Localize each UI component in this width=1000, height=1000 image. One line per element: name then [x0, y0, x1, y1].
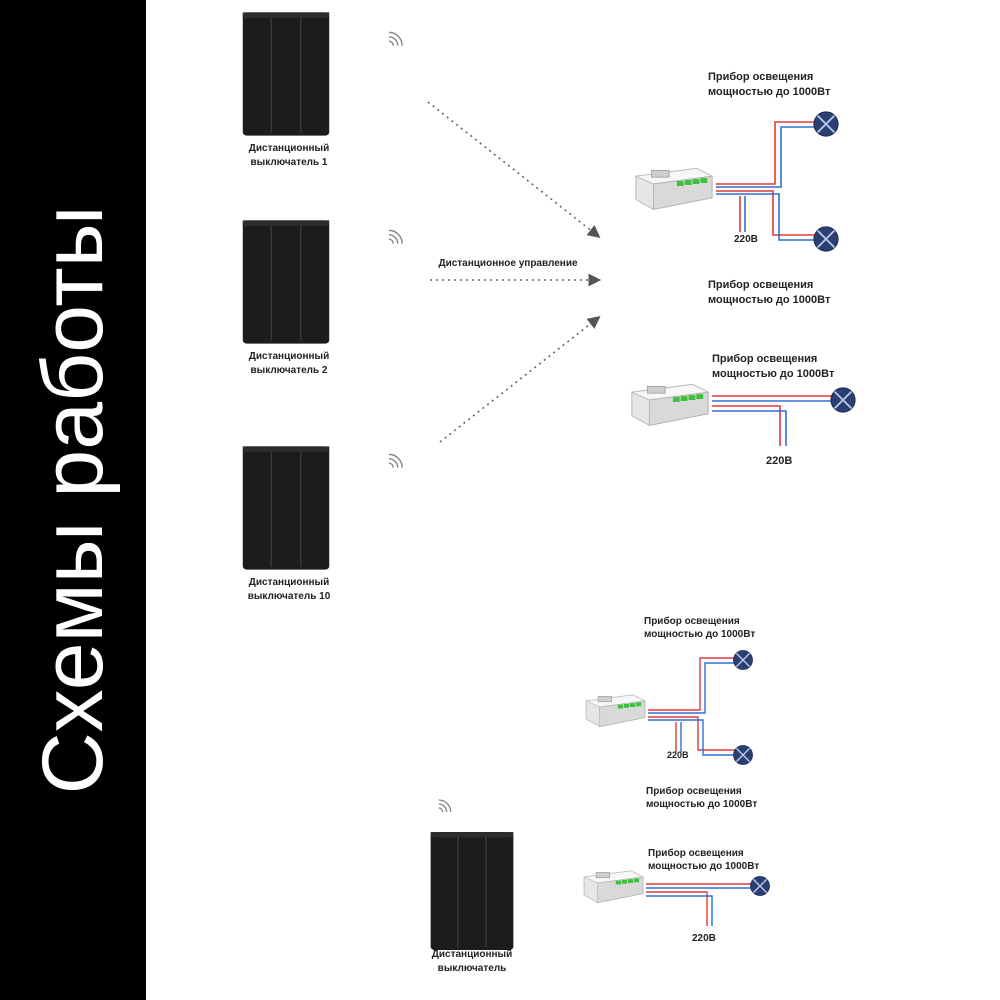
wireless-signal-icon: [388, 453, 403, 469]
remote-switch-10: [242, 445, 330, 571]
wiring: [712, 395, 832, 446]
wiring: [648, 657, 735, 756]
voltage-label: 220В: [766, 455, 792, 467]
voltage-label: 220В: [667, 750, 689, 760]
lamp-label-line1: Прибор освещения: [712, 353, 817, 365]
lamp-label-line2: мощностью до 1000Вт: [712, 368, 835, 380]
lamp-label-line1: Прибор освещения: [644, 615, 740, 627]
remote-control-label: Дистанционное управление: [438, 258, 578, 269]
signal-arrow: [427, 101, 601, 238]
lamp-icon: [829, 386, 857, 414]
switch-10-label-line2: выключатель 10: [248, 591, 331, 602]
lamp-label-line1: Прибор освещения: [708, 279, 813, 291]
relay-module: [631, 383, 709, 426]
lamp-icon: [732, 744, 754, 766]
lamp-label-line2: мощностью до 1000Вт: [708, 86, 831, 98]
lamp-label-line2: мощностью до 1000Вт: [648, 861, 759, 872]
lamp-icon: [749, 875, 771, 897]
wireless-signal-icon: [388, 229, 403, 245]
switch-2-label-line1: Дистанционный: [249, 351, 330, 362]
lamp-icon: [812, 225, 840, 253]
relay-module: [635, 167, 713, 210]
remote-switch: [429, 831, 515, 951]
sidebar: Схемы работы: [0, 0, 146, 1000]
relay-module: [583, 870, 644, 904]
voltage-label: 220В: [692, 933, 716, 944]
relay-module: [585, 694, 646, 728]
lamp-label-line1: Прибор освещения: [648, 847, 744, 859]
wireless-signal-icon: [437, 799, 452, 813]
voltage-label: 220В: [734, 234, 758, 245]
wireless-signal-icon: [388, 31, 403, 47]
wiring: [716, 121, 815, 241]
lamp-label-line2: мощностью до 1000Вт: [644, 629, 755, 640]
wiring: [646, 883, 752, 926]
switch-1-label-line2: выключатель 1: [251, 157, 328, 168]
remote-switch-2: [242, 219, 330, 345]
lamp-label-line2: мощностью до 1000Вт: [708, 294, 831, 306]
lamp-label-line2: мощностью до 1000Вт: [646, 799, 757, 810]
remote-switch-1: [242, 11, 330, 137]
switch-label-line1: Дистанционный: [432, 949, 513, 960]
switch-10-label-line1: Дистанционный: [249, 577, 330, 588]
lamp-label-line1: Прибор освещения: [646, 785, 742, 797]
signal-arrow: [439, 316, 601, 443]
lamp-icon: [732, 649, 754, 671]
switch-2-label-line2: выключатель 2: [251, 365, 328, 376]
lamp-icon: [812, 110, 840, 138]
switch-label-line2: выключатель: [438, 963, 507, 974]
switch-1-label-line1: Дистанционный: [249, 143, 330, 154]
lamp-label-line1: Прибор освещения: [708, 71, 813, 83]
